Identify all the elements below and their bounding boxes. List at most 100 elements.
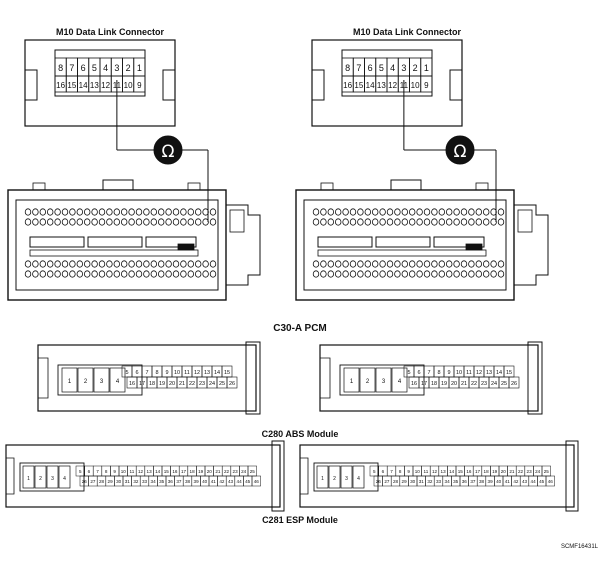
esp-left-block-cell-4 xyxy=(58,465,71,489)
pcm-left-pin-r0-16 xyxy=(143,208,150,216)
pcm-right-pin-r1-14 xyxy=(416,218,423,226)
pcm-right-pin-r1-5 xyxy=(349,218,357,226)
pcm-left-pin-r0-20 xyxy=(172,208,180,216)
pcm-right-pin-r3-1 xyxy=(320,270,327,278)
esp-right-bottom-pin-32: 32 xyxy=(427,479,433,484)
esp-left-bottom-pin-41: 41 xyxy=(211,479,217,484)
abs-left-top-pin-11: 11 xyxy=(184,370,190,376)
abs-right-bottom-pin-17: 17 xyxy=(421,381,427,387)
esp-right-top-pin-11: 11 xyxy=(424,469,429,474)
abs-right-bottom-pin-21: 21 xyxy=(461,381,467,387)
esp-left-top-pin-25: 25 xyxy=(250,469,256,474)
abs-right-top-pin-8: 8 xyxy=(437,370,440,376)
pcm-left-pin-r3-4 xyxy=(54,270,61,278)
pcm-left-pin-r3-14 xyxy=(128,270,135,278)
pcm-left-inner xyxy=(15,199,219,291)
abs-left-block-cell-3 xyxy=(93,367,110,393)
pcm-right-pin-r0-16 xyxy=(431,208,438,216)
pcm-left-pin-r3-9 xyxy=(91,270,98,278)
pcm-left-pin-r0-18 xyxy=(157,208,165,216)
pcm-right-pin-r2-16 xyxy=(431,260,438,268)
pcm-right-pin-r3-13 xyxy=(409,270,416,278)
esp-left-top-pin-12: 12 xyxy=(138,469,144,474)
pcm-left-pin-r0-25 xyxy=(209,208,217,216)
dlc-left-pin-12: 12 xyxy=(101,81,110,90)
abs-right-bottom-cell-26 xyxy=(508,376,520,389)
pcm-left-pin-r3-21 xyxy=(180,270,187,278)
pcm-left-pin-r0-13 xyxy=(120,208,128,216)
pcm-left-pin-r2-10 xyxy=(98,260,106,268)
abs-right-block-cell-4 xyxy=(391,367,408,393)
pcm-left-key xyxy=(177,243,195,251)
pcm-left-pin-r3-10 xyxy=(98,270,106,278)
pcm-right-pin-r2-24 xyxy=(490,260,497,268)
esp-left-bottom-pin-26: 26 xyxy=(82,479,88,484)
abs-right-bottom-pin-16: 16 xyxy=(411,381,417,387)
pcm-left-pin-r3-1 xyxy=(32,270,39,278)
pcm-left-pin-r1-0 xyxy=(24,218,32,226)
pcm-right-pin-r2-0 xyxy=(312,260,320,268)
pcm-left-pin-r2-15 xyxy=(135,260,143,268)
pcm-right-pin-r2-18 xyxy=(446,260,453,268)
abs-left-bottom-pin-19: 19 xyxy=(159,381,165,387)
pcm-left-pin-r3-19 xyxy=(165,270,172,278)
pcm-right-pin-r0-15 xyxy=(423,208,431,216)
dlc-left-pin-4: 4 xyxy=(103,63,108,73)
pcm-left-pin-r1-13 xyxy=(120,218,128,226)
dlc-left-pin-10: 10 xyxy=(124,81,133,90)
pcm-right-pin-r1-24 xyxy=(490,218,497,226)
pcm-left-pin-r3-12 xyxy=(113,270,120,278)
pcm-right-pin-r0-20 xyxy=(460,208,468,216)
pcm-left-pin-r2-16 xyxy=(143,260,150,268)
pcm-left-pin-r3-8 xyxy=(83,270,91,278)
esp-right-block-pin-1: 1 xyxy=(321,476,324,482)
esp-left-block-cell-3 xyxy=(46,465,59,489)
dlc-right-left-latch xyxy=(312,69,325,101)
esp-left-top-pin-13: 13 xyxy=(147,469,153,474)
pcm-right-pin-r3-3 xyxy=(335,270,342,278)
esp-left-end-cap xyxy=(271,440,285,512)
abs-right-block-pin-3: 3 xyxy=(382,379,386,385)
pcm-right-pin-r1-11 xyxy=(394,218,401,226)
pcm-left-pin-r2-13 xyxy=(120,260,128,268)
esp-right-block-cell-1 xyxy=(316,465,329,489)
esp-left-bottom-pin-31: 31 xyxy=(125,479,131,484)
pcm-right-pin-r1-16 xyxy=(431,218,438,226)
figure-code: SCMF16431L xyxy=(561,544,599,550)
esp-left-outer xyxy=(5,444,281,508)
abs-left-outer xyxy=(37,344,257,412)
pcm-right-pin-r2-4 xyxy=(342,260,349,268)
pcm-left-pin-r0-23 xyxy=(194,208,202,216)
dlc-left-ohm-symbol: Ω xyxy=(162,142,175,162)
pcm-left-pin-r1-24 xyxy=(202,218,209,226)
esp-right-top-pin-20: 20 xyxy=(501,469,507,474)
pcm-left-pin-r0-2 xyxy=(39,208,46,216)
pcm-right-pin-r3-18 xyxy=(446,270,453,278)
abs-right-top-pin-10: 10 xyxy=(456,370,462,376)
pcm-right-pin-r2-7 xyxy=(364,260,371,268)
dlc-right-pin-14: 14 xyxy=(366,81,375,90)
dlc-right-pin-13: 13 xyxy=(377,81,386,90)
esp-right-block-pin-3: 3 xyxy=(345,476,348,482)
abs-right-top-pin-11: 11 xyxy=(466,370,472,376)
pcm-left-pin-r3-2 xyxy=(39,270,46,278)
pcm-right-pin-r0-17 xyxy=(438,208,445,216)
pcm-right-pin-r2-21 xyxy=(468,260,475,268)
abs-right-top-pin-14: 14 xyxy=(496,370,502,376)
pcm-right-pin-r1-8 xyxy=(372,218,379,226)
esp-right-bottom-pin-35: 35 xyxy=(453,479,459,484)
esp-left-block-cell-1 xyxy=(22,465,35,489)
dlc-left-pin-8: 8 xyxy=(58,63,63,73)
esp-left-top-pin-19: 19 xyxy=(198,469,204,474)
pcm-right-pin-r1-23 xyxy=(483,218,490,226)
esp-left-bottom-pin-37: 37 xyxy=(176,479,182,484)
pcm-right-pin-r3-2 xyxy=(327,270,334,278)
pcm-left-pin-r0-0 xyxy=(24,208,32,216)
esp-right-top-pin-18: 18 xyxy=(484,469,490,474)
esp-right-top-pin-25: 25 xyxy=(544,469,550,474)
pcm-left-top-post-b xyxy=(187,182,201,191)
esp-right-block-frame xyxy=(313,462,379,492)
pcm-right-pin-r2-20 xyxy=(460,260,468,268)
esp-right-bottom-pin-37: 37 xyxy=(470,479,476,484)
